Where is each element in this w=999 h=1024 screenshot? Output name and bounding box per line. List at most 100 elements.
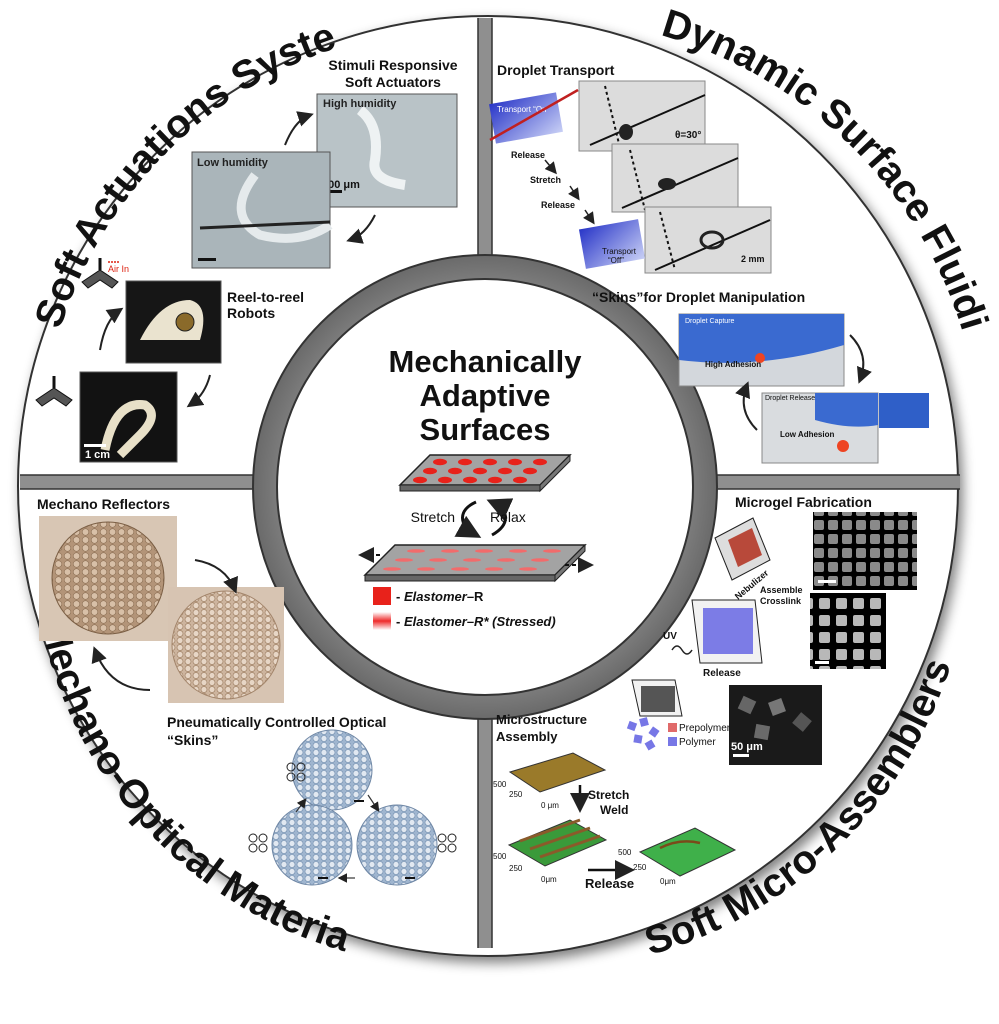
stressed-dash [543, 549, 561, 553]
step-stretch: Stretch [530, 175, 561, 185]
air-in-icon: Air In [81, 258, 129, 289]
center-title-line-2: Adaptive [420, 378, 551, 413]
stressed-dash [531, 558, 549, 562]
stressed-dash [463, 558, 481, 562]
reflector-photo-2 [168, 587, 284, 703]
prepolymer-swatch [668, 723, 677, 732]
low-humidity-label: Low humidity [197, 157, 269, 169]
svg-text:250: 250 [633, 863, 647, 872]
red-dot [433, 458, 447, 466]
released-grid-tile [631, 679, 683, 717]
high-adhesion-label: High Adhesion [705, 360, 761, 369]
transport-off-tile: Transport “Off” [578, 219, 646, 269]
droplet-release-photo: Droplet Release Low Adhesion [761, 392, 929, 464]
red-dot [498, 467, 512, 475]
red-dot [463, 476, 477, 484]
robots-title-2: Robots [227, 305, 275, 321]
reflector-photo-1 [39, 516, 177, 641]
skins-title: “Skins”for Droplet Manipulation [592, 289, 805, 305]
center-content: Mechanically Adaptive Surfaces Stretch R… [358, 344, 594, 630]
step-release-1: Release [511, 150, 545, 160]
polymer-label: Polymer [679, 737, 716, 748]
microgel-pieces [626, 717, 660, 751]
red-dot [413, 476, 427, 484]
quadrant-top-left: Stimuli Responsive Soft Actuators High h… [35, 57, 458, 463]
scale-500um: 500 μm [322, 179, 360, 191]
surface-plot-3: 500 250 0μm [618, 827, 737, 886]
stressed-dash [475, 549, 493, 553]
mechano-reflectors-title: Mechano Reflectors [37, 496, 170, 512]
center-title-line-1: Mechanically [389, 344, 583, 379]
transport-off-label-2: “Off” [608, 256, 624, 265]
droplet-release-label: Droplet Release [765, 395, 815, 402]
svg-text:500: 500 [618, 848, 632, 857]
droplet-photo-2 [611, 143, 739, 213]
surface-plot-1: 500 250 0 μm [493, 752, 607, 810]
microgel-micrograph-3: 50 μm [729, 685, 822, 765]
optical-skin-left [271, 804, 353, 886]
microgel-tile-stretch [714, 517, 771, 581]
droplet-photo-1: θ=30° [578, 80, 706, 152]
transport-on-tile: Transport “On” [489, 88, 579, 144]
svg-text:500: 500 [493, 780, 507, 789]
legend-swatch-stressed [373, 612, 391, 630]
svg-text:500: 500 [493, 852, 507, 861]
droplet-photo-3: 2 mm [644, 206, 772, 274]
droplet-capture-label: Droplet Capture [685, 318, 735, 325]
high-humidity-photo: High humidity 500 μm [316, 93, 458, 208]
valve-icons [248, 762, 457, 853]
stressed-dash [519, 567, 537, 571]
stretch-relax-arrows: Stretch Relax [411, 498, 526, 538]
release-label: Release [703, 668, 741, 679]
assemble-label: Assemble [760, 585, 803, 595]
robot-photo-top [125, 280, 222, 364]
stressed-dash [407, 549, 425, 553]
red-dot [513, 476, 527, 484]
center-title-line-3: Surfaces [420, 412, 551, 447]
stretch-label: Stretch [411, 509, 455, 525]
uv-label: UV [663, 631, 677, 642]
scale-2mm: 2 mm [741, 254, 765, 264]
pneumatic-title-1: Pneumatically Controlled Optical [167, 714, 386, 730]
quadrant-top-right: Droplet Transport Transport “On” θ=30° R… [489, 62, 929, 464]
stressed-dash [497, 558, 515, 562]
robots-title-1: Reel-to-reel [227, 289, 304, 305]
stressed-dash [383, 567, 401, 571]
uv-grid-tile [691, 599, 763, 664]
red-dot [438, 476, 452, 484]
quadrant-bottom-right: Microgel Fabrication Nebulizer Assemble … [493, 494, 917, 891]
microgel-micrograph-2 [810, 593, 886, 669]
legend-item-stressed: - Elastomer–R* (Stressed) [396, 614, 556, 629]
low-humidity-photo: Low humidity [191, 151, 333, 269]
polymer-swatch [668, 737, 677, 746]
droplet-capture-photo: Droplet Capture High Adhesion [678, 313, 845, 387]
optical-skin-right [356, 804, 438, 886]
transport-on-label: Transport “On” [497, 105, 549, 114]
actuators-title-2: Soft Actuators [345, 74, 441, 90]
step-release-2: Release [541, 200, 575, 210]
red-dashes-stretched [383, 549, 561, 571]
svg-text:0μm: 0μm [541, 875, 557, 884]
stressed-dash [485, 567, 503, 571]
svg-text:0 μm: 0 μm [541, 801, 559, 810]
air-in-icon-lower [35, 376, 73, 407]
legend: - Elastomer–R - Elastomer–R* (Stressed) [373, 587, 556, 630]
red-dot [533, 458, 547, 466]
stretch-weld-1: Stretch [588, 788, 629, 802]
microgel-micrograph-1 [813, 512, 917, 590]
legend-swatch-elastomer [373, 587, 391, 605]
svg-text:250: 250 [509, 864, 523, 873]
air-in-label: Air In [108, 264, 129, 274]
stretched-plate [358, 543, 594, 583]
actuators-title-1: Stimuli Responsive [328, 57, 457, 73]
stressed-dash [429, 558, 447, 562]
quadrant-bottom-left: Mechano Reflectors Pneumatically Control… [37, 496, 457, 886]
red-dots-unstretched [413, 458, 547, 484]
stressed-dash [509, 549, 527, 553]
crosslink-label: Crosslink [760, 596, 802, 606]
stressed-dash [395, 558, 413, 562]
droplet-transport-title: Droplet Transport [497, 62, 615, 78]
release2-label: Release [585, 876, 634, 891]
stressed-dash [417, 567, 435, 571]
